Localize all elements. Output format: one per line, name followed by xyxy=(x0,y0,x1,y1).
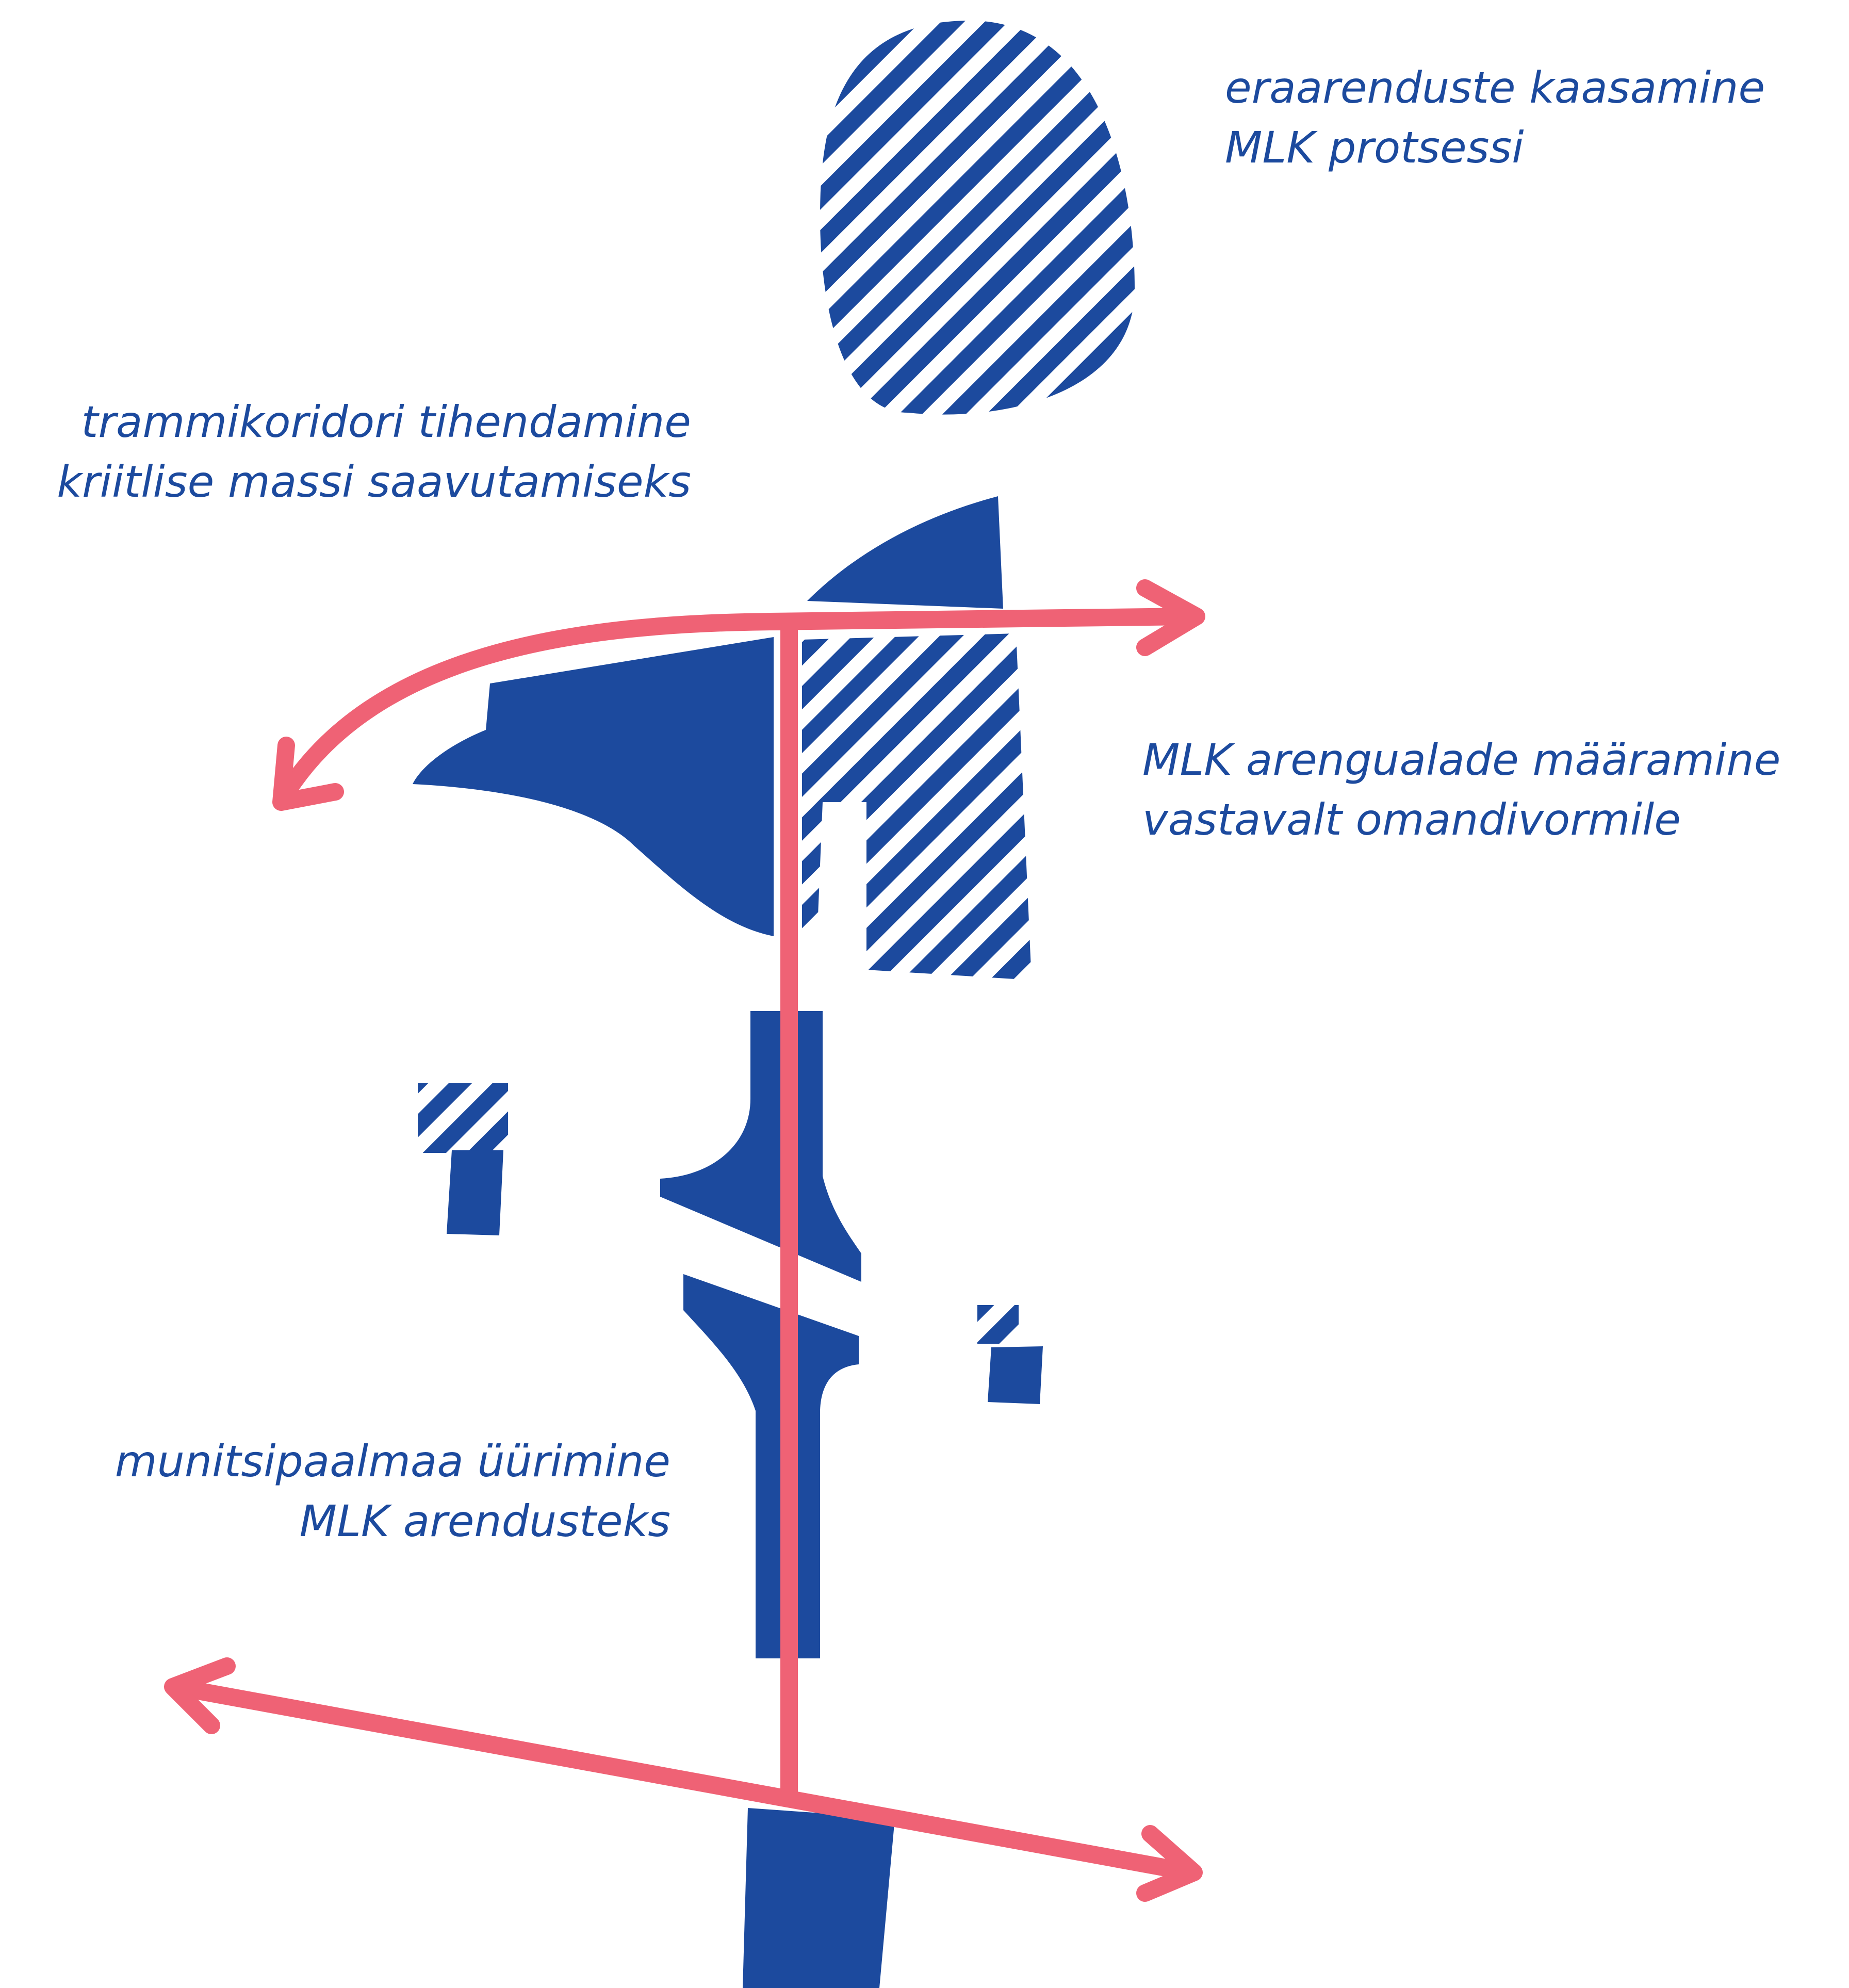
label-private-developments: eraarenduste kaasamine MLK protsessi xyxy=(1225,58,1765,177)
top-right-arrow-line xyxy=(768,616,1191,622)
label-municipal-land: munitsipaalmaa üürimine MLK arendusteks xyxy=(77,1431,670,1551)
bottom-diagonal-arrow-line xyxy=(175,1687,1191,1872)
hatched-small-left xyxy=(418,1083,508,1153)
hatched-small-right xyxy=(977,1305,1019,1344)
solid-small-right xyxy=(988,1346,1043,1404)
solid-area-upper-wedge xyxy=(807,496,1003,609)
label-areas-line-1: MLK arengualade määramine xyxy=(1142,730,1780,790)
label-mlk-areas: MLK arengualade määramine vastavalt oman… xyxy=(1142,730,1780,850)
solid-block-bottom xyxy=(743,1808,895,1988)
solid-small-left xyxy=(447,1150,503,1235)
label-areas-line-2: vastavalt omandivormile xyxy=(1142,790,1780,850)
label-tram-line-2: kriitlise massi saavutamiseks xyxy=(21,452,691,512)
solid-column-upper xyxy=(660,1011,861,1282)
label-tram-corridor: trammikoridori tihendamine kriitlise mas… xyxy=(21,392,691,512)
label-municipal-line-2: MLK arendusteks xyxy=(77,1491,670,1551)
private-development-area xyxy=(820,21,1135,415)
solid-area-left-fan xyxy=(413,637,774,936)
label-private-line-2: MLK protsessi xyxy=(1225,118,1765,177)
solid-column-lower xyxy=(683,1274,859,1658)
label-tram-line-1: trammikoridori tihendamine xyxy=(21,392,691,452)
label-private-line-1: eraarenduste kaasamine xyxy=(1225,58,1765,118)
label-municipal-line-1: munitsipaalmaa üürimine xyxy=(77,1431,670,1491)
hatched-area-right-block xyxy=(802,633,1032,980)
